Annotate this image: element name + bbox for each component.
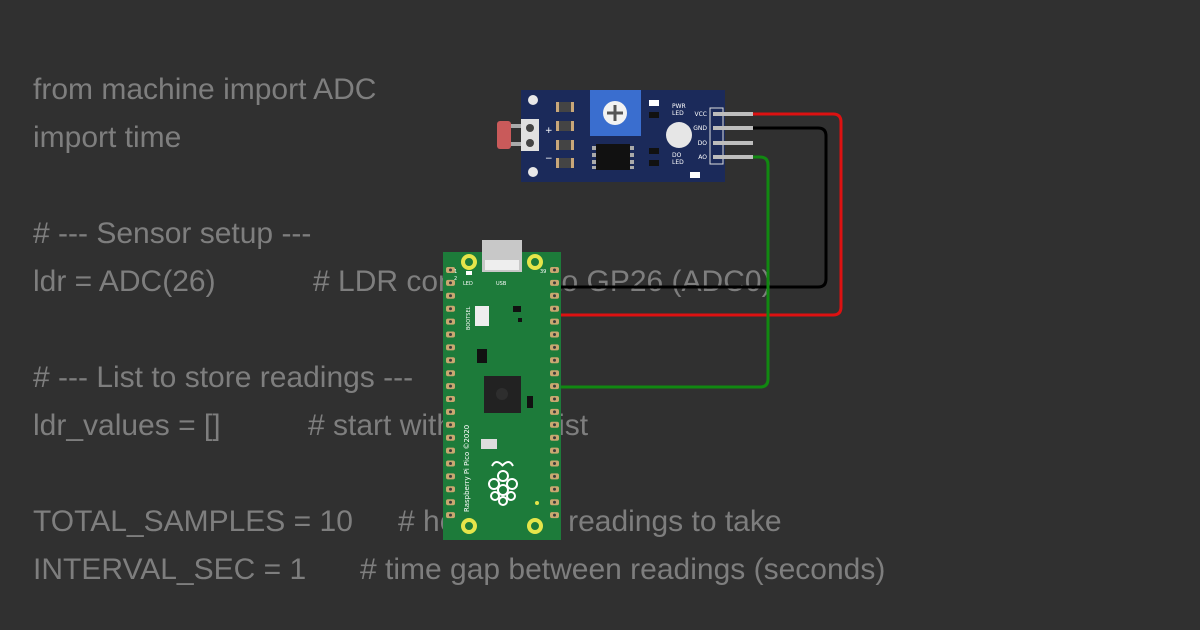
sensor-pin-label: DO [698, 140, 708, 147]
pico-pad-hole [449, 281, 452, 285]
code-statement: # --- Sensor setup --- [33, 217, 312, 250]
usb-label: USB [496, 281, 507, 287]
code-line: import time [33, 114, 413, 162]
pico-pad-hole [449, 474, 452, 478]
pico-pad-hole [553, 371, 556, 375]
sensor-pin-label: AO [698, 154, 707, 161]
code-statement: ldr_values = [] [33, 409, 221, 442]
sensor-header-pin[interactable] [713, 126, 753, 130]
code-line: INTERVAL_SEC = 1 # time gap between readi… [33, 546, 885, 594]
pico-pad-hole [553, 474, 556, 478]
sensor-header-pin[interactable] [713, 141, 753, 145]
code-line: # --- Sensor setup --- [33, 210, 413, 258]
bootsel-button[interactable] [475, 306, 489, 326]
pico-pad-hole [449, 320, 452, 324]
pico-pad-hole [553, 423, 556, 427]
pico-pad-hole [449, 462, 452, 465]
pin-39-label: 39 [540, 269, 546, 275]
pico-pad-hole [449, 487, 452, 491]
code-statement: ldr = ADC(26) [33, 265, 216, 298]
pico-pad-hole [553, 462, 556, 465]
pico-pad-hole [449, 371, 452, 375]
code-editor: from machine import ADC import time # --- … [33, 66, 885, 594]
svg-text:+: + [545, 126, 553, 136]
pico-pad-hole [449, 384, 452, 388]
pico-pad-hole [553, 487, 556, 491]
ao-wire[interactable] [552, 155, 770, 389]
comparator-chip [596, 144, 630, 170]
vcc-wire[interactable] [552, 112, 843, 317]
pico-pad-hole [553, 397, 556, 401]
pico-pad-hole [553, 436, 556, 440]
pin-1-label: 1 [454, 269, 457, 275]
code-line: from machine import ADC [33, 66, 413, 114]
pico-pad-hole [449, 358, 452, 362]
pico-pad-hole [449, 449, 452, 453]
do-led-label-1: DO [672, 152, 682, 159]
pico-pad-hole [553, 345, 556, 349]
sensor-pin-label: GND [693, 125, 707, 132]
pico-pad-hole [553, 281, 556, 285]
raspberry-pi-logo [488, 461, 518, 506]
pico-pad-hole [449, 500, 452, 504]
code-statement: import time [33, 121, 182, 154]
pico-pad-hole [449, 333, 452, 336]
pico-pad-hole [553, 384, 556, 388]
pico-pad-hole [449, 268, 452, 272]
svg-text:−: − [545, 154, 553, 164]
do-led-label-2: LED [672, 159, 684, 166]
code-statement: # --- List to store readings --- [33, 361, 414, 394]
pico-pad-hole [553, 333, 556, 336]
code-statement: INTERVAL_SEC = 1 [33, 553, 307, 586]
pwr-led-label-1: PWR [672, 103, 686, 110]
code-line: # --- List to store readings --- [33, 354, 413, 402]
pico-pad-hole [553, 294, 556, 298]
raspberry-pi-pico[interactable]: USB LED 1 2 39 BOOTSEL Raspberry Pi Pico… [443, 240, 561, 540]
pico-pad-hole [449, 436, 452, 440]
gnd-wire[interactable] [552, 126, 828, 289]
sensor-header-pin[interactable] [713, 112, 753, 116]
pico-pad-hole [449, 307, 452, 311]
code-statement: TOTAL_SAMPLES = 10 [33, 505, 353, 538]
pico-pad-hole [553, 320, 556, 324]
pin-2-label: 2 [454, 276, 457, 282]
ldr-sensor-module[interactable]: + − PWR LED DO LED VCC GND DO AO [497, 90, 753, 182]
sensor-pin-label: VCC [695, 111, 707, 118]
pico-pad-hole [449, 513, 452, 517]
led-label: LED [463, 281, 473, 287]
ldr-sensor-window [666, 122, 692, 148]
pico-pad-hole [449, 345, 452, 349]
code-statement: from machine import ADC [33, 73, 377, 106]
pico-pad-hole [449, 423, 452, 427]
sensor-header-pin[interactable] [713, 155, 753, 159]
pico-pad-hole [553, 500, 556, 504]
pwr-led-label-2: LED [672, 110, 684, 117]
pico-pad-hole [449, 410, 452, 414]
pico-pad-hole [553, 358, 556, 362]
code-comment: # time gap between readings (seconds) [360, 553, 886, 586]
pico-pad-hole [553, 268, 556, 272]
pico-silkscreen: Raspberry Pi Pico ©2020 [463, 425, 471, 512]
pico-pad-hole [449, 294, 452, 298]
bootsel-label: BOOTSEL [466, 306, 472, 330]
pico-pad-hole [553, 410, 556, 414]
pico-pad-hole [553, 307, 556, 311]
pico-pad-hole [449, 397, 452, 401]
ldr-photoresistor [497, 121, 511, 149]
pico-pad-hole [553, 513, 556, 517]
pico-pad-hole [553, 449, 556, 453]
